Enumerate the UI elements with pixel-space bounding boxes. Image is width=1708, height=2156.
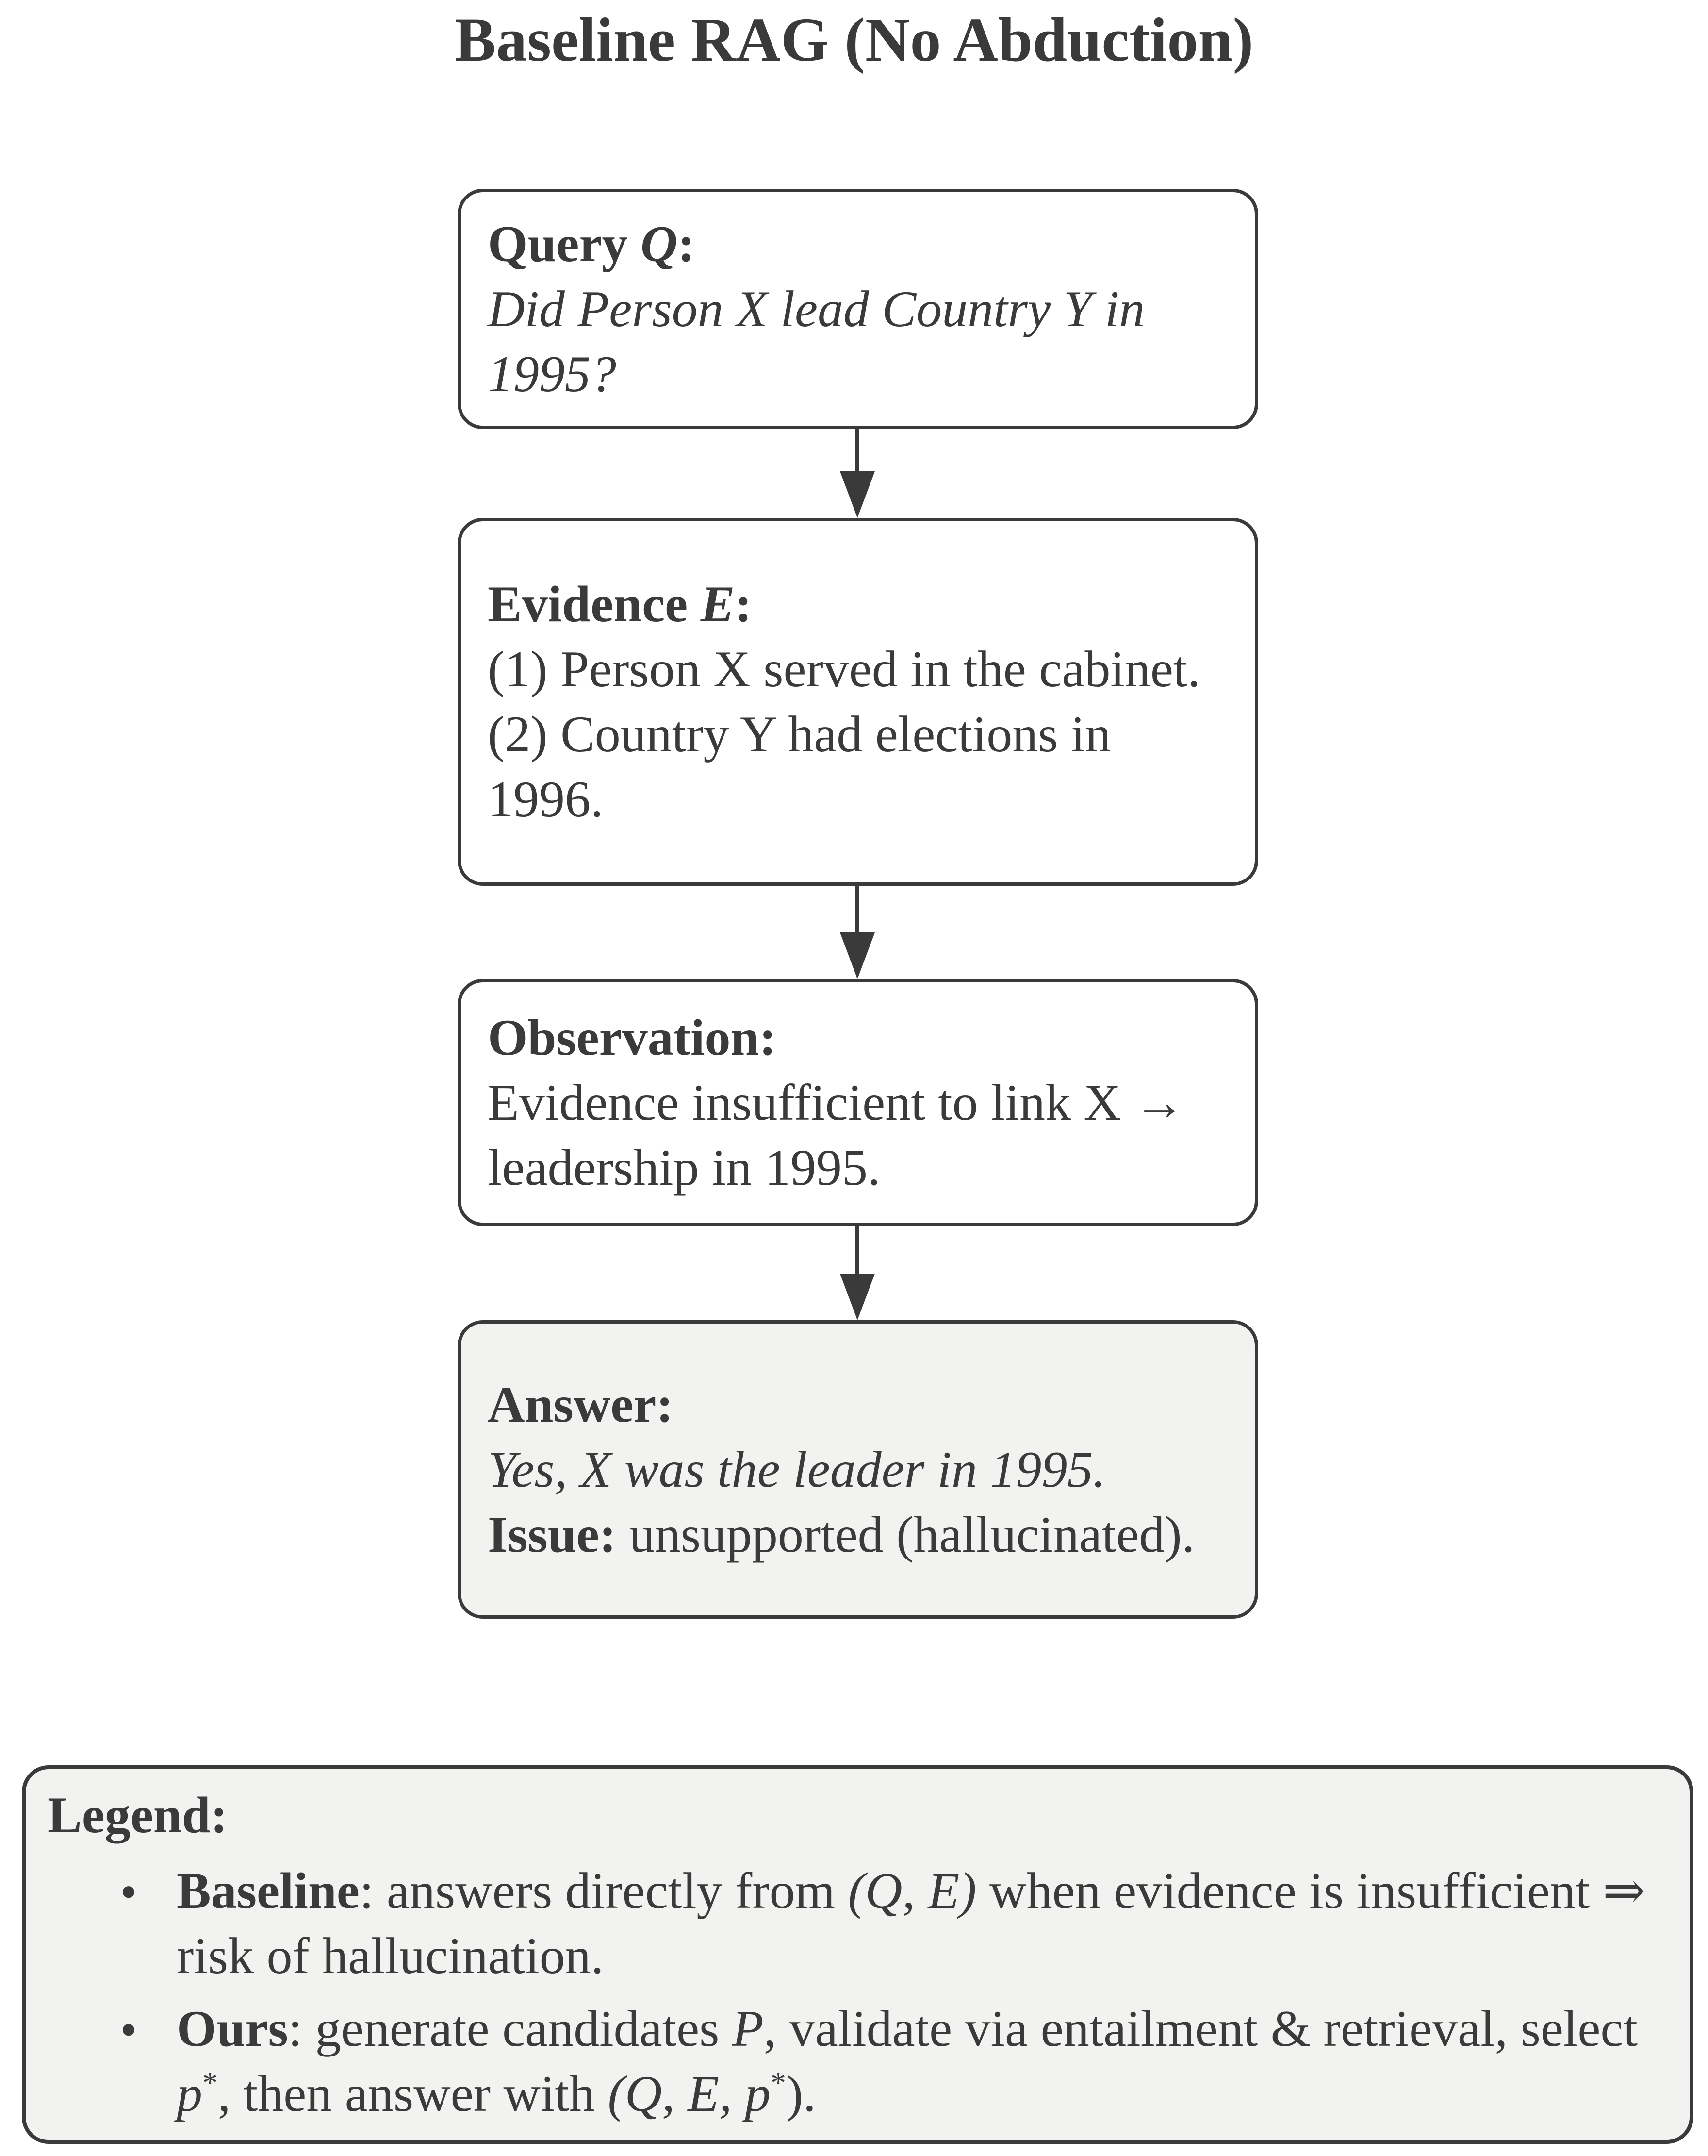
answer-body: Yes, X was the leader in 1995.: [488, 1441, 1106, 1498]
legend-math: P: [732, 2000, 764, 2057]
diagram-title: Baseline RAG (No Abduction): [454, 5, 1254, 74]
arrow-shaft: [855, 1226, 859, 1274]
evidence-label-variable: E: [700, 576, 735, 632]
answer-issue-line: Issue: unsupported (hallucinated).: [488, 1502, 1228, 1567]
arrowhead-down-icon: [840, 932, 875, 979]
query-label-colon: :: [677, 215, 695, 272]
query-label-variable: Q: [640, 215, 678, 272]
evidence-box: Evidence E: (1) Person X served in the c…: [458, 518, 1258, 886]
superscript-star: *: [202, 2065, 218, 2100]
query-body: Did Person X lead Country Y in 1995?: [488, 280, 1145, 402]
implies-arrow-icon: ⇒: [1602, 1862, 1646, 1919]
query-label-word: Query: [488, 215, 640, 272]
legend-box: Legend: Baseline: answers directly from …: [22, 1765, 1693, 2144]
evidence-item-1: (1) Person X served in the cabinet.: [488, 641, 1200, 697]
issue-text: unsupported (hallucinated).: [616, 1506, 1195, 1563]
legend-text: , then answer with: [217, 2065, 608, 2122]
legend-term: Baseline: [177, 1862, 360, 1919]
legend-text: risk of hallucination.: [177, 1927, 604, 1984]
legend-title: Legend:: [48, 1787, 228, 1843]
flow-arrow-1: [840, 429, 875, 518]
evidence-item-2: (2) Country Y had elections in 1996.: [488, 706, 1111, 828]
arrow-shaft: [855, 429, 859, 471]
arrowhead-down-icon: [840, 471, 875, 518]
flow-arrow-2: [840, 886, 875, 979]
arrow-shaft: [855, 886, 859, 932]
observation-label: Observation:: [488, 1009, 776, 1066]
arrowhead-down-icon: [840, 1274, 875, 1320]
query-label: Query Q:: [488, 212, 1228, 277]
answer-label: Answer:: [488, 1376, 673, 1433]
legend-item-ours: Ours: generate candidates P, validate vi…: [48, 1996, 1668, 2126]
legend-text: ).: [786, 2065, 816, 2122]
legend-term: Ours: [177, 2000, 288, 2057]
legend-math: (Q, E): [848, 1862, 977, 1919]
evidence-label-colon: :: [735, 576, 752, 632]
flow-arrow-3: [840, 1226, 875, 1320]
observation-body: Evidence insufficient to link X → leader…: [488, 1074, 1185, 1196]
query-box: Query Q: Did Person X lead Country Y in …: [458, 189, 1258, 429]
legend-text: , validate via entailment & retrieval, s…: [763, 2000, 1638, 2057]
legend-text: when evidence is insufficient: [976, 1862, 1603, 1919]
superscript-star: *: [771, 2065, 786, 2100]
observation-box: Observation: Evidence insufficient to li…: [458, 979, 1258, 1226]
legend-item-baseline: Baseline: answers directly from (Q, E) w…: [48, 1858, 1668, 1989]
issue-label: Issue:: [488, 1506, 617, 1563]
legend-math: p: [177, 2065, 202, 2122]
evidence-label-word: Evidence: [488, 576, 701, 632]
legend-text: : generate candidates: [288, 2000, 732, 2057]
legend-list: Baseline: answers directly from (Q, E) w…: [48, 1858, 1668, 2126]
legend-text: : answers directly from: [359, 1862, 848, 1919]
answer-box: Answer: Yes, X was the leader in 1995. I…: [458, 1320, 1258, 1619]
legend-math: (Q, E, p: [608, 2065, 771, 2122]
evidence-label: Evidence E:: [488, 572, 1228, 637]
